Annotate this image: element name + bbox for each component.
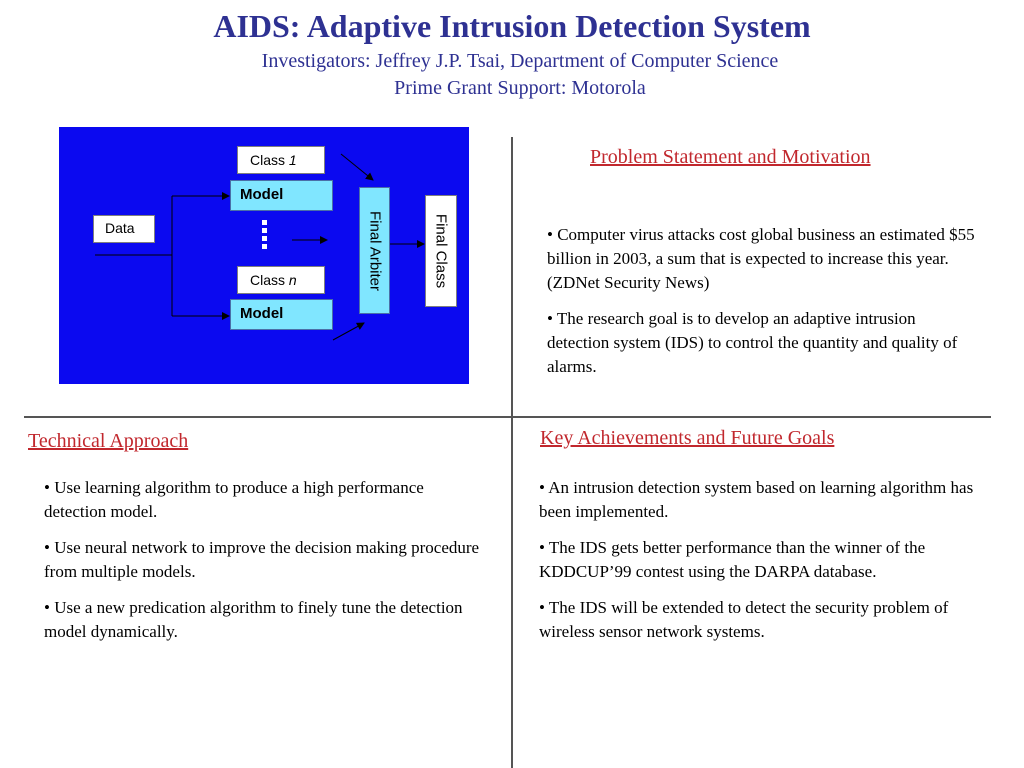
class1-arrow bbox=[340, 153, 374, 181]
problem-bullet: • Computer virus attacks cost global bus… bbox=[547, 225, 975, 292]
model1-box: Model bbox=[230, 180, 333, 211]
achievement-bullet: • The IDS gets better performance than t… bbox=[539, 538, 926, 581]
technical-bullet: • Use learning algorithm to produce a hi… bbox=[44, 478, 424, 521]
class1-prefix: Class bbox=[250, 152, 289, 168]
achievements-heading: Key Achievements and Future Goals bbox=[540, 427, 835, 449]
final-arbiter-box: Final Arbiter bbox=[359, 187, 390, 314]
problem-bullet: • The research goal is to develop an ada… bbox=[547, 309, 958, 376]
ellipsis-dot bbox=[262, 236, 267, 241]
class1-var: 1 bbox=[288, 152, 297, 168]
classn-prefix: Class bbox=[250, 272, 289, 288]
technical-bullets: • Use learning algorithm to produce a hi… bbox=[44, 476, 489, 656]
investigators-line: Investigators: Jeffrey J.P. Tsai, Depart… bbox=[261, 50, 779, 72]
class1-box: Class 1 bbox=[237, 146, 325, 174]
technical-bullet: • Use a new predication algorithm to fin… bbox=[44, 598, 463, 641]
ellipsis-dot bbox=[262, 228, 267, 233]
architecture-diagram: Data Class 1 Model Class n Model Final A… bbox=[59, 127, 469, 384]
horizontal-divider bbox=[24, 416, 991, 418]
final-arbiter-label: Final Arbiter bbox=[366, 210, 383, 291]
grant-line: Prime Grant Support: Motorola bbox=[394, 77, 646, 99]
model1-label: Model bbox=[240, 186, 284, 203]
problem-bullets: • Computer virus attacks cost global bus… bbox=[547, 223, 977, 391]
achievement-bullet: • An intrusion detection system based on… bbox=[539, 478, 974, 521]
ellipsis-dot bbox=[262, 220, 267, 225]
ellipsis-dot bbox=[262, 244, 267, 249]
technical-bullet: • Use neural network to improve the deci… bbox=[44, 538, 480, 581]
vertical-divider bbox=[511, 137, 513, 768]
modeln-box: Model bbox=[230, 299, 333, 330]
classn-box: Class n bbox=[237, 266, 325, 294]
classn-var: n bbox=[288, 272, 297, 288]
final-class-label: Final Class bbox=[432, 213, 450, 289]
technical-heading: Technical Approach bbox=[28, 430, 189, 452]
data-label: Data bbox=[105, 220, 135, 236]
modeln-label: Model bbox=[240, 305, 284, 322]
achievements-bullets: • An intrusion detection system based on… bbox=[539, 476, 984, 656]
achievement-bullet: • The IDS will be extended to detect the… bbox=[539, 598, 949, 641]
page-title: AIDS: Adaptive Intrusion Detection Syste… bbox=[213, 8, 811, 44]
data-box: Data bbox=[93, 215, 155, 243]
diagram-connectors bbox=[95, 153, 425, 341]
problem-heading: Problem Statement and Motivation bbox=[590, 146, 871, 168]
final-class-box: Final Class bbox=[425, 195, 457, 307]
classn-arrow bbox=[332, 322, 365, 341]
